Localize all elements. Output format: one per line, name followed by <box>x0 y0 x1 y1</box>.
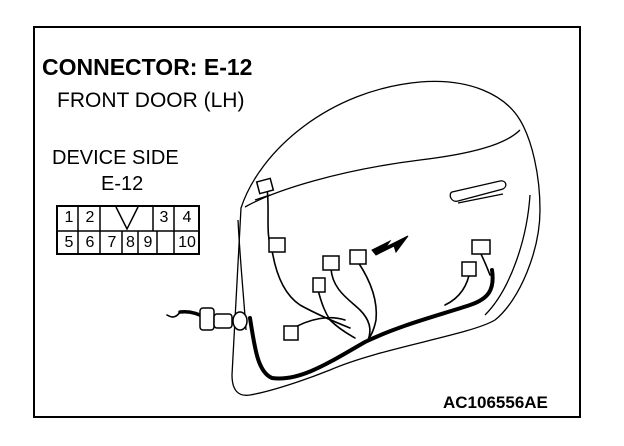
pin-label: 8 <box>126 234 135 251</box>
device-side-label: DEVICE SIDE <box>52 147 179 169</box>
pointer-arrow <box>371 235 409 256</box>
connector-pin-block <box>56 205 200 255</box>
door-handle-recess <box>449 180 507 204</box>
pin-label: 2 <box>85 209 95 226</box>
connector-title: CONNECTOR: E-12 <box>42 54 253 80</box>
diagram-frame <box>33 26 581 418</box>
harness-connectors <box>255 177 491 341</box>
pin-label: 9 <box>143 234 153 251</box>
harness-branches <box>166 187 491 343</box>
pin-label: 1 <box>64 209 74 226</box>
pin-label: 7 <box>107 234 117 251</box>
pin-label: 10 <box>178 234 196 251</box>
location-subtitle: FRONT DOOR (LH) <box>57 89 245 112</box>
pin-label: 4 <box>182 209 192 226</box>
pin-label: 3 <box>159 209 169 226</box>
figure-code: AC106556AE <box>443 393 548 412</box>
pin-label: 6 <box>85 234 95 251</box>
grommet <box>199 307 248 331</box>
pin-label: 5 <box>64 234 74 251</box>
connector-id-label: E-12 <box>101 173 144 195</box>
door-outline <box>231 80 541 396</box>
